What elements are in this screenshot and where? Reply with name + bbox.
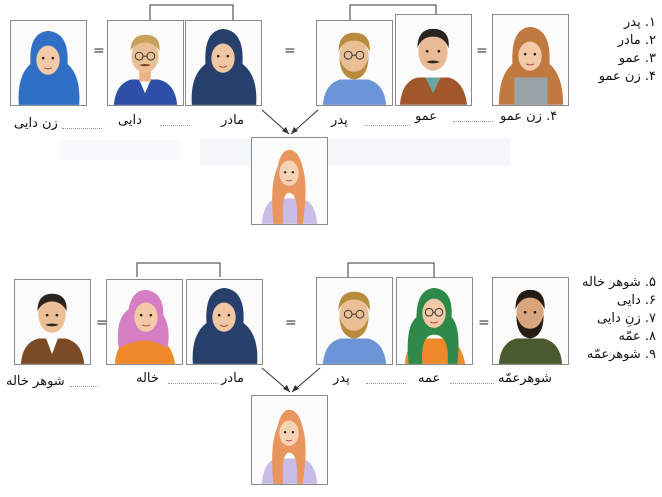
portrait-amme [396, 277, 473, 365]
dotted-line [365, 125, 410, 126]
label-amoo: عمو [415, 109, 437, 124]
man-mustache-brown-jacket-portrait [399, 28, 468, 105]
man-bearded-glasses-portrait [322, 32, 387, 105]
portrait-madar-bottom [186, 279, 263, 365]
label-pedar-bottom: پدر [333, 371, 350, 386]
label-amme: عمه [418, 371, 441, 386]
legend-bottom: ۵. شوهر خاله ۶. دایی ۷. زنِ دایی ۸. عمّه… [572, 274, 656, 364]
portrait-amoo [395, 14, 472, 106]
portrait-child-bottom [251, 395, 328, 485]
dotted-line [160, 125, 190, 126]
portrait-pedar [316, 20, 393, 106]
man-mustache-portrait [20, 293, 85, 364]
label-madar-bottom: مادر [221, 371, 244, 386]
dotted-line [453, 121, 493, 122]
portrait-shohar-amme [492, 277, 569, 365]
label-shohar-amme: شوهرعمّه [498, 371, 552, 386]
legend-item: ۲. مادر [617, 33, 656, 48]
man-bearded-glasses-portrait [322, 291, 387, 364]
legend-item: ۳. عمو [618, 51, 656, 66]
woman-pink-hijab-portrait [114, 289, 176, 364]
dotted-line [168, 383, 218, 384]
legend-item: ۶. دایی [616, 293, 656, 308]
woman-green-hijab-glasses-portrait [404, 287, 466, 364]
man-bearded-green-shirt-portrait [498, 289, 563, 364]
woman-navy-hijab-portrait [191, 28, 257, 105]
dotted-line [366, 383, 406, 384]
background-artifact [60, 140, 180, 160]
label-zan-daei: زن دایی [14, 116, 58, 131]
woman-navy-hijab-portrait [192, 287, 258, 364]
man-glasses-blue-suit-portrait [113, 34, 178, 105]
legend-item: ۱. پدر [624, 15, 656, 30]
girl-orange-scarf-portrait [261, 149, 318, 224]
portrait-daei [107, 20, 184, 106]
portrait-madar [185, 20, 262, 106]
legend-top: ۱. پدر ۲. مادر ۳. عمو ۴. زن عمو [590, 14, 656, 86]
portrait-zan-amoo [492, 14, 569, 106]
legend-item: ۹. شوهرعمّه [586, 347, 656, 362]
legend-item: ۸. عمّه [618, 329, 657, 344]
portrait-shohar-khale [14, 279, 91, 365]
dotted-line [450, 383, 494, 384]
legend-item: ۴. زن عمو [598, 69, 656, 84]
background-artifact [200, 138, 510, 166]
label-zan-amoo: ۴. زن عمو [500, 109, 558, 124]
girl-orange-scarf-portrait [261, 409, 318, 484]
dotted-line [70, 386, 98, 387]
equals-sign: = [478, 315, 490, 331]
portrait-zan-daei [10, 20, 87, 106]
woman-brown-scarf-portrait [498, 26, 564, 105]
equals-sign: = [476, 43, 488, 59]
portrait-khale [106, 279, 183, 365]
equals-sign: = [93, 43, 105, 59]
equals-sign: = [96, 315, 108, 331]
legend-item: ۵. شوهر خاله [582, 275, 656, 290]
label-khale: خاله [136, 371, 159, 386]
legend-item: ۷. زنِ دایی [596, 311, 656, 326]
label-shohar-khale: شوهر خاله [6, 374, 65, 389]
equals-sign: = [285, 315, 297, 331]
label-pedar: پدر [331, 113, 348, 128]
portrait-pedar-bottom [316, 277, 393, 365]
equals-sign: = [284, 43, 296, 59]
label-daei: دایی [118, 113, 142, 128]
portrait-child-top [251, 137, 328, 225]
woman-blue-hijab-portrait [18, 30, 80, 105]
dotted-line [62, 128, 102, 129]
label-madar: مادر [221, 113, 244, 128]
